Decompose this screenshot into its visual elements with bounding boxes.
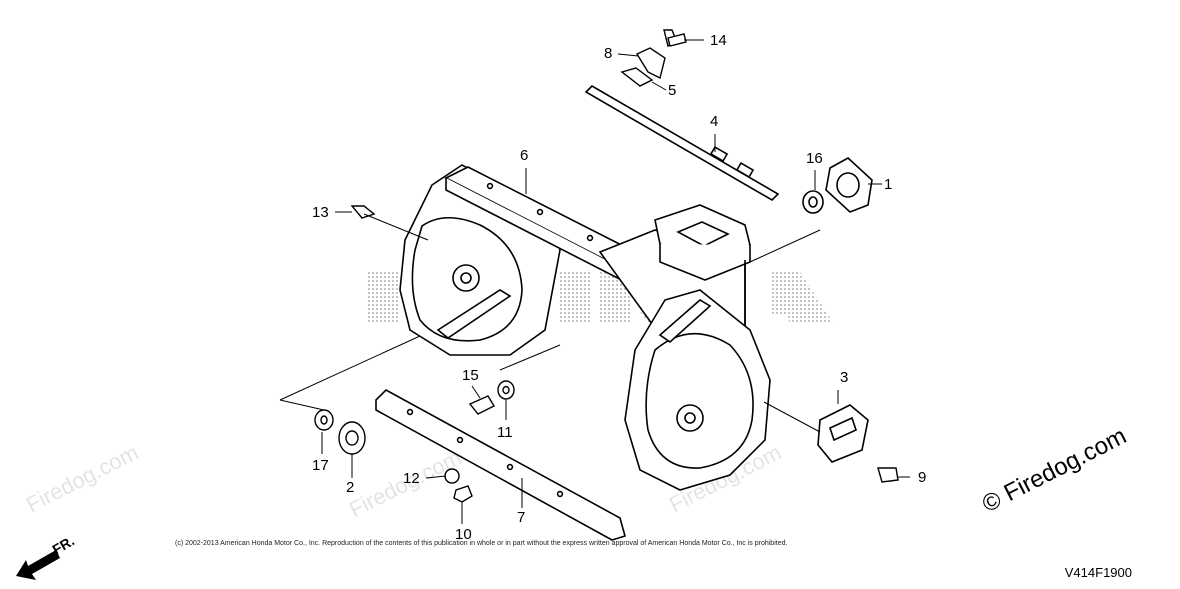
auger-shaft bbox=[584, 84, 780, 202]
leader-lines bbox=[279, 39, 910, 524]
callout-16: 16 bbox=[806, 150, 823, 167]
housing-rear-panel bbox=[598, 204, 751, 356]
callout-8: 8 bbox=[604, 45, 613, 62]
callout-9: 9 bbox=[918, 469, 927, 486]
callout-6: 6 bbox=[520, 147, 529, 164]
bearing-housing bbox=[802, 157, 873, 214]
front-direction-arrow bbox=[16, 550, 60, 580]
callout-15: 15 bbox=[462, 367, 479, 384]
hardware-parts bbox=[314, 33, 899, 503]
callout-3: 3 bbox=[840, 369, 849, 386]
callout-7: 7 bbox=[517, 509, 526, 526]
callout-10: 10 bbox=[455, 526, 472, 543]
callout-11: 11 bbox=[497, 424, 513, 441]
skid-bar bbox=[375, 389, 626, 541]
callout-17: 17 bbox=[312, 457, 329, 474]
callout-13: 13 bbox=[312, 204, 329, 221]
skid-shoe bbox=[817, 404, 869, 463]
callout-1: 1 bbox=[884, 176, 893, 193]
housing-right-plate bbox=[624, 289, 771, 491]
diagram-code: V414F1900 bbox=[1064, 565, 1132, 580]
callout-4: 4 bbox=[710, 113, 719, 130]
callout-5: 5 bbox=[668, 82, 677, 99]
copyright-notice: (c) 2002-2013 American Honda Motor Co., … bbox=[175, 540, 788, 547]
callout-2: 2 bbox=[346, 479, 355, 496]
callout-12: 12 bbox=[403, 470, 420, 487]
callout-14: 14 bbox=[710, 32, 727, 49]
